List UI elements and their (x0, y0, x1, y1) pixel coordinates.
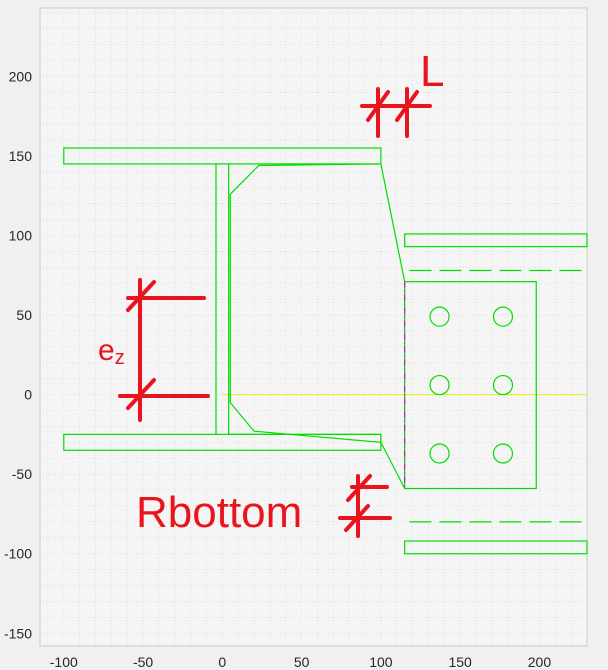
bolt-hole (492, 443, 514, 464)
ez-label-sub: z (115, 347, 125, 369)
haunch-plate-outline (228, 163, 382, 444)
y-tick-label: 200 (9, 68, 33, 84)
y-tick-label: 150 (9, 148, 33, 164)
taper-top-line (380, 163, 406, 282)
y-tick-label: -150 (4, 625, 32, 641)
plot-area (39, 7, 588, 647)
column-top-flange (404, 233, 588, 248)
grid-lines (40, 8, 588, 646)
bolt-hole (429, 306, 450, 327)
dimension-annotations: L ez Rbottom (98, 47, 444, 538)
end-plate (404, 281, 537, 490)
x-tick-label: 200 (528, 654, 552, 670)
x-tick-label: 0 (218, 654, 226, 670)
y-tick-label: 100 (9, 228, 33, 244)
bolt-hole (492, 374, 514, 396)
x-tick-label: -100 (50, 654, 78, 670)
ez-label: ez (98, 334, 125, 369)
rbottom-dimension-marker (338, 474, 392, 538)
rbottom-label: Rbottom (136, 488, 302, 537)
column-bottom-flange (404, 540, 588, 555)
y-tick-label: 0 (24, 387, 32, 403)
y-tick-label: -50 (12, 466, 32, 482)
connection-geometry (63, 147, 588, 555)
axis-tick-labels: -100 -50 0 50 100 150 200 200 150 100 50 0 -50 -100 -1… (4, 68, 551, 670)
x-tick-label: 50 (294, 654, 310, 670)
top-flange (63, 147, 382, 165)
bolt-hole (492, 306, 514, 327)
bolt-hole (429, 443, 450, 464)
ez-dimension-marker (118, 278, 210, 422)
taper-bottom-line (380, 442, 406, 489)
y-tick-label: 50 (16, 307, 32, 323)
x-tick-label: 150 (448, 654, 472, 670)
l-dimension-marker (360, 87, 432, 138)
bolt-hole (429, 374, 450, 396)
ez-label-main: e (98, 334, 115, 367)
l-label: L (420, 47, 444, 96)
x-tick-label: 100 (369, 654, 393, 670)
y-tick-label: -100 (4, 546, 32, 562)
x-tick-label: -50 (133, 654, 153, 670)
